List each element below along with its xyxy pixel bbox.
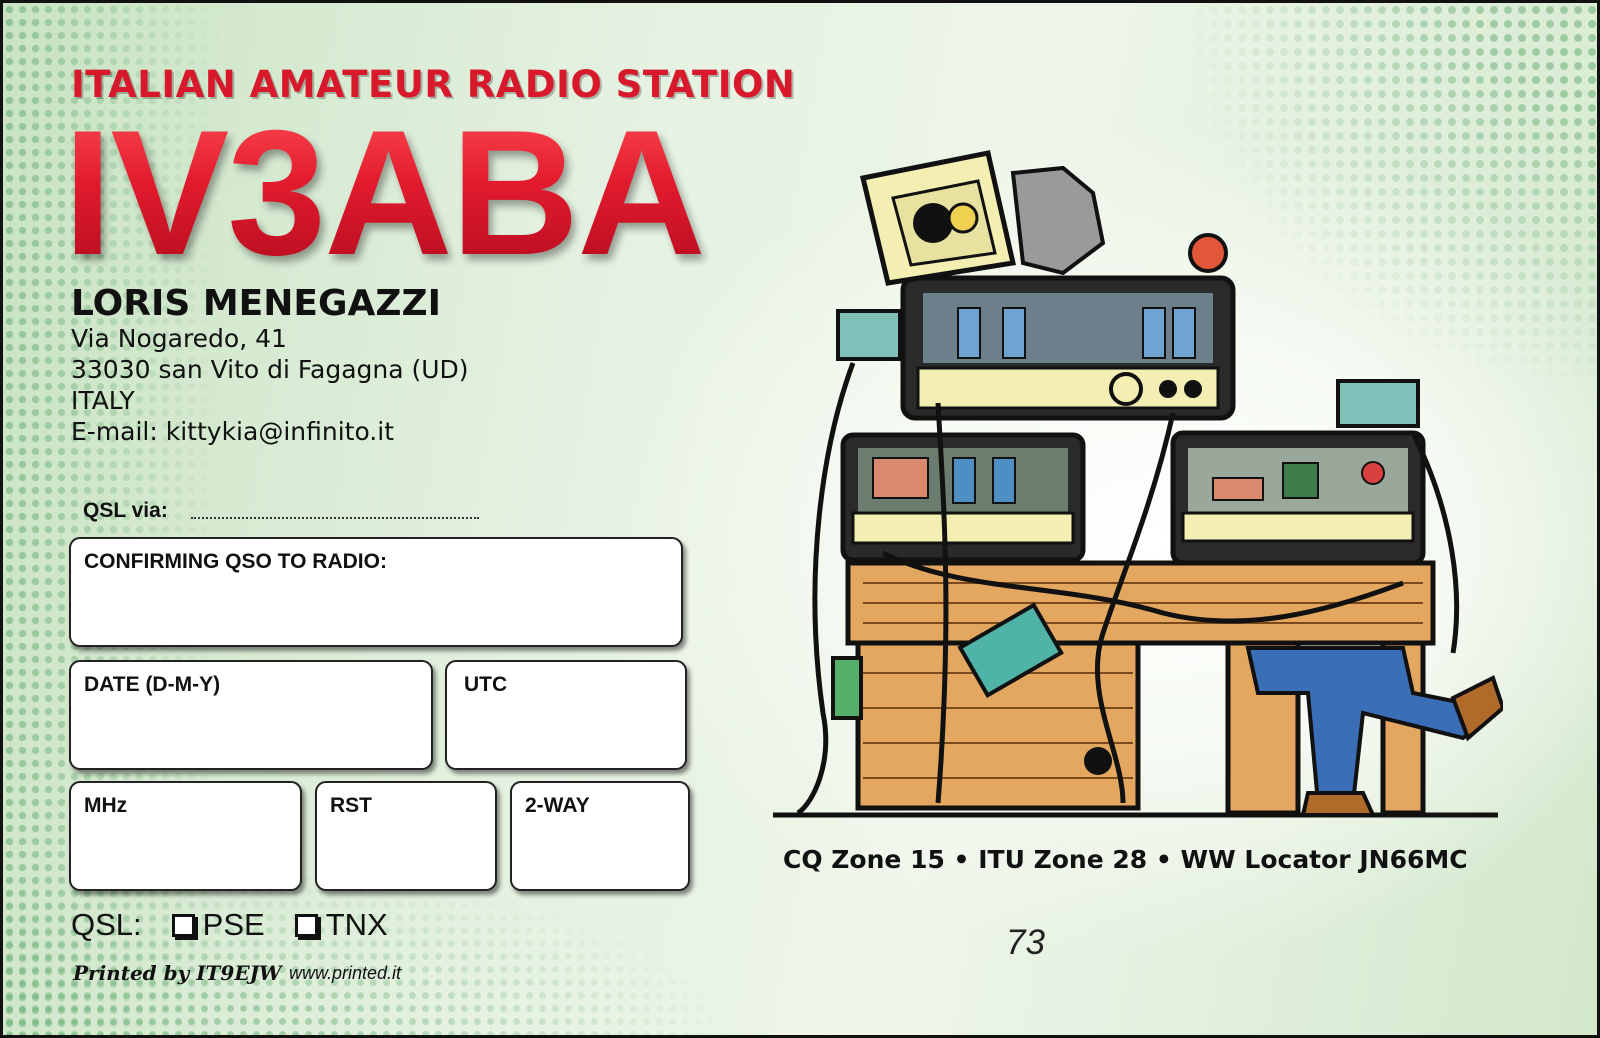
pse-checkbox[interactable] [171,913,195,937]
mhz-box[interactable]: MHz [69,781,302,891]
qsl-label: QSL: [71,907,142,942]
rst-box[interactable]: RST [315,781,497,891]
pse-label: PSE [202,907,265,942]
qsl-via-label: QSL via: [83,499,168,522]
key-paddle [957,602,1064,698]
two-way-box[interactable]: 2-WAY [510,781,690,891]
tnx-label: TNX [325,907,388,942]
speaker-box-left [836,309,902,361]
qsl-via-field[interactable] [191,517,479,519]
address-email: E-mail: kittykia@infinito.it [71,417,394,446]
qsl-request-row: QSL: PSE TNX [71,907,388,943]
monitor [859,150,1017,286]
cat-figure [1010,165,1106,276]
printer-website[interactable]: www.printed.it [289,963,402,983]
two-way-label: 2-WAY [525,794,590,817]
confirming-qso-label: CONFIRMING QSO TO RADIO: [84,550,387,573]
transceiver-lower-left [840,432,1086,563]
greeting-73: 73 [1006,923,1045,962]
operator-legs [1245,646,1503,817]
tnx-option[interactable]: TNX [294,907,388,943]
clock-figure [1188,233,1228,273]
address-street: Via Nogaredo, 41 [71,324,287,353]
callsign: IV3ABA [63,93,706,292]
date-box[interactable]: DATE (D-M-Y) [69,660,433,770]
mhz-label: MHz [84,794,128,817]
address-city: 33030 san Vito di Fagagna (UD) [71,355,469,384]
pse-option[interactable]: PSE [171,907,265,943]
cables [796,362,1460,816]
power-supply [831,656,863,720]
radio-shack-illustration [773,150,1503,818]
utc-label: UTC [464,673,508,696]
amplifier-top [900,275,1236,421]
station-headline: ITALIAN AMATEUR RADIO STATION [71,63,796,106]
printed-by: Printed by IT9EJW [73,961,282,985]
address-country: ITALY [71,386,135,415]
tnx-checkbox[interactable] [294,913,318,937]
speaker-box-right [1336,379,1420,428]
confirming-qso-box[interactable]: CONFIRMING QSO TO RADIO: [69,537,683,647]
zones-info: CQ Zone 15 • ITU Zone 28 • WW Locator JN… [783,845,1468,874]
date-label: DATE (D-M-Y) [84,673,221,696]
transceiver-lower-right [1170,430,1426,566]
utc-box[interactable]: UTC [445,660,687,770]
rst-label: RST [330,794,372,817]
owner-name: LORIS MENEGAZZI [71,283,441,324]
